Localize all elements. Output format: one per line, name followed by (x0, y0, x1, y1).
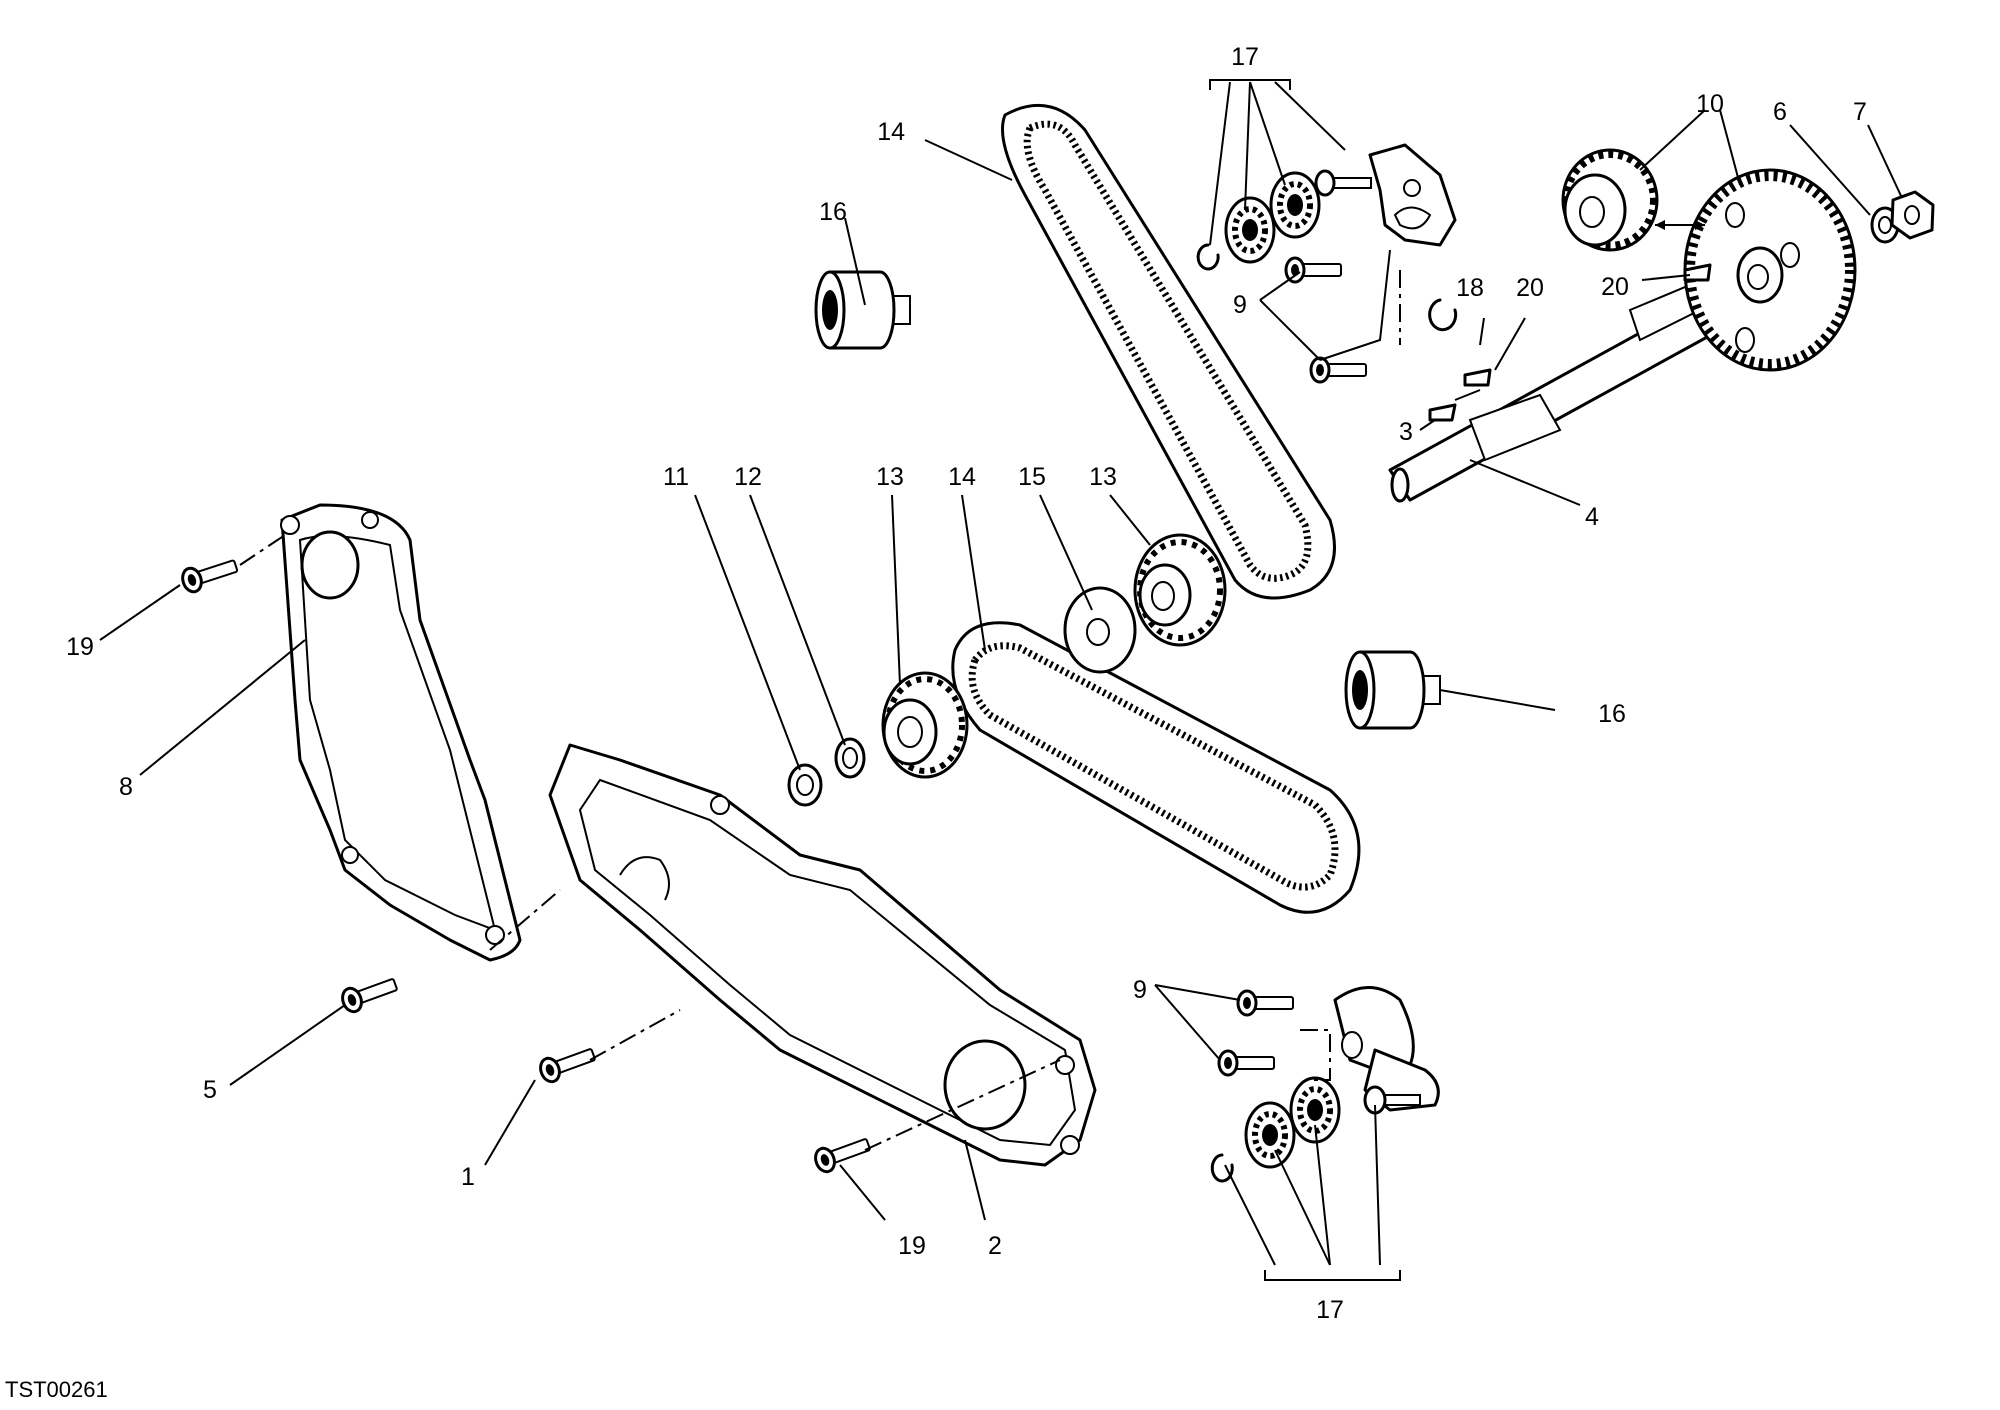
callout-14-lower: 14 (948, 463, 976, 491)
alignment-line-2 (589, 1009, 681, 1061)
callout-14-upper: 14 (877, 118, 905, 146)
callout-11: 11 (663, 463, 689, 491)
camshaft-gear-large (1683, 168, 1857, 372)
nut-7 (1890, 190, 1935, 240)
bolt-5 (337, 971, 401, 1016)
rear-timing-cover (280, 503, 522, 962)
alignment-line-1 (489, 889, 561, 951)
callout-12: 12 (734, 463, 762, 491)
alignment-line-4 (239, 534, 286, 566)
lower-timing-belt (951, 621, 1361, 914)
callout-17-top: 17 (1231, 43, 1259, 71)
bracket-17-bottom (1264, 1270, 1401, 1281)
key-3 (1428, 403, 1457, 422)
callout-9-upper: 9 (1233, 291, 1247, 319)
callout-15: 15 (1018, 463, 1046, 491)
leader-lines (99, 81, 1903, 1266)
callout-3: 3 (1399, 418, 1413, 446)
callout-7: 7 (1853, 98, 1867, 126)
circlip-18 (1428, 298, 1458, 332)
callout-16-lower: 16 (1598, 700, 1626, 728)
callout-18: 18 (1456, 274, 1484, 302)
bracket-17-top (1209, 79, 1291, 90)
callout-5: 5 (203, 1076, 217, 1104)
spacer-upper (814, 270, 912, 350)
callout-4: 4 (1585, 503, 1599, 531)
callout-2: 2 (988, 1232, 1002, 1260)
belt-pulley-lower (881, 671, 969, 779)
key-20-lower (1463, 368, 1492, 387)
callout-20-lower: 20 (1516, 274, 1544, 302)
upper-tensioner-assembly (1196, 143, 1457, 384)
camshaft-gear-small (1561, 148, 1659, 252)
key-20-upper (1683, 263, 1712, 282)
nut-11 (787, 763, 823, 807)
key-pointer (1454, 389, 1481, 401)
callout-13-upper: 13 (1089, 463, 1117, 491)
front-timing-cover (548, 743, 1097, 1167)
callout-16-upper: 16 (819, 198, 847, 226)
gear-alignment-arrowheads (1655, 220, 1705, 230)
callout-6: 6 (1773, 98, 1787, 126)
callout-8: 8 (119, 773, 133, 801)
drawing-code: TST00261 (5, 1377, 108, 1402)
washer-12 (834, 737, 866, 779)
pulley-washer (1063, 586, 1137, 674)
callout-10: 10 (1696, 90, 1724, 118)
callout-20-upper: 20 (1601, 273, 1629, 301)
alignment-line-6 (1300, 1029, 1331, 1081)
callout-17-bottom: 17 (1316, 1296, 1344, 1324)
callout-9-lower: 9 (1133, 976, 1147, 1004)
callout-13-lower: 13 (876, 463, 904, 491)
bolt-19-rear-cover (178, 552, 241, 596)
alignment-line-3 (864, 1059, 1061, 1151)
upper-timing-belt (1001, 103, 1336, 600)
bolt-1 (535, 1041, 599, 1086)
callout-19-left: 19 (66, 633, 94, 661)
callout-19-bottom: 19 (898, 1232, 926, 1260)
belt-pulley-upper (1133, 533, 1227, 647)
lower-tensioner-assembly (1210, 986, 1440, 1183)
callout-1: 1 (461, 1163, 475, 1191)
spacer-lower (1344, 650, 1442, 730)
